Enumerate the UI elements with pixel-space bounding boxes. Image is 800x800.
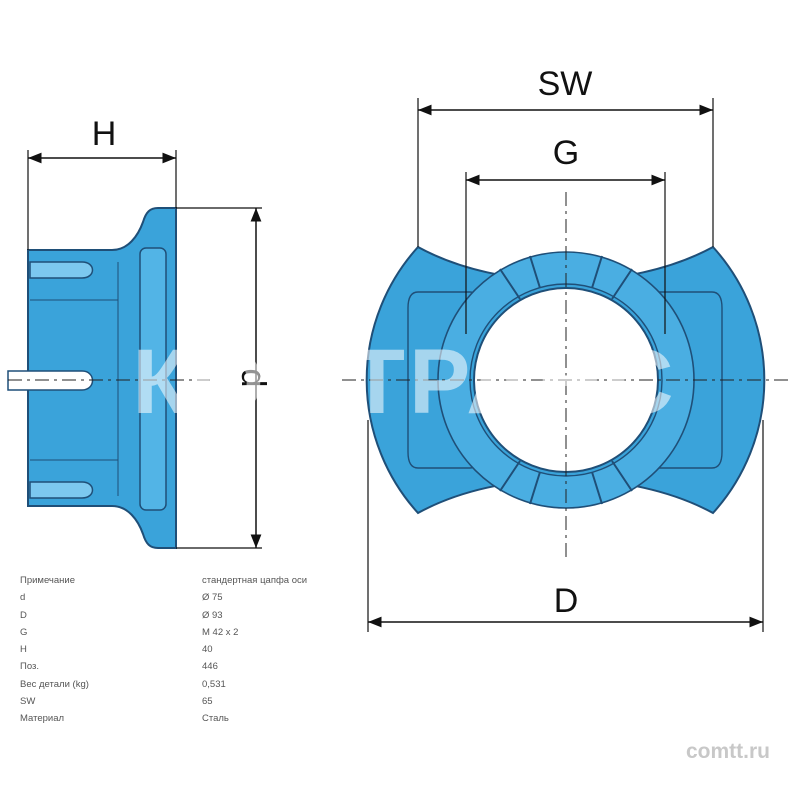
- spec-key: SW: [20, 696, 36, 708]
- front-view: SW G D: [342, 65, 790, 632]
- spec-key: Поз.: [20, 661, 39, 673]
- spec-key: d: [20, 592, 26, 604]
- spec-value: 40: [202, 644, 213, 656]
- dimension-label-SW: SW: [538, 65, 593, 103]
- spec-key: D: [20, 609, 27, 621]
- spec-row: Материал Сталь: [20, 710, 307, 727]
- spec-key: Вес детали (kg): [20, 678, 89, 690]
- side-view: H d: [7, 115, 272, 549]
- spec-key: Материал: [20, 713, 65, 725]
- spec-row: H 40: [20, 641, 307, 658]
- side-view-slot-mid: [7, 370, 94, 391]
- dimension-label-D: D: [554, 582, 579, 620]
- spec-row: SW 65: [20, 693, 307, 710]
- spec-key: Примечание: [20, 575, 75, 586]
- spec-value: Сталь: [202, 713, 229, 725]
- spec-table: Примечание стандертная цапфа оси d Ø 75 D Ø 9…: [20, 572, 307, 728]
- dimension-label-d: d: [234, 369, 272, 388]
- side-view-flange-inner: [139, 247, 167, 511]
- spec-value: 446: [202, 661, 218, 673]
- spec-row: G M 42 x 2: [20, 624, 307, 641]
- side-view-slot-top: [29, 261, 94, 279]
- spec-row: Вес детали (kg) 0,531: [20, 676, 307, 693]
- spec-row: D Ø 93: [20, 607, 307, 624]
- spec-row: Примечание стандертная цапфа оси: [20, 572, 307, 589]
- spec-key: G: [20, 626, 28, 638]
- spec-value: Ø 75: [202, 592, 223, 604]
- spec-value: стандертная цапфа оси: [202, 575, 308, 586]
- spec-value: 0,531: [202, 678, 226, 690]
- front-view-segment-dividers: [499, 255, 633, 505]
- spec-value: M 42 x 2: [202, 626, 239, 638]
- spec-value: 65: [202, 696, 213, 708]
- side-view-slot-bottom: [29, 481, 94, 499]
- site-url: comtt.ru: [686, 740, 770, 763]
- spec-row: d Ø 75: [20, 589, 307, 606]
- dimension-label-G: G: [553, 134, 579, 172]
- watermark: КОМТРАНС: [132, 331, 678, 433]
- spec-key: H: [20, 644, 27, 656]
- spec-value: Ø 93: [202, 609, 223, 621]
- spec-row: Поз. 446: [20, 658, 307, 675]
- dimension-label-H: H: [92, 115, 117, 153]
